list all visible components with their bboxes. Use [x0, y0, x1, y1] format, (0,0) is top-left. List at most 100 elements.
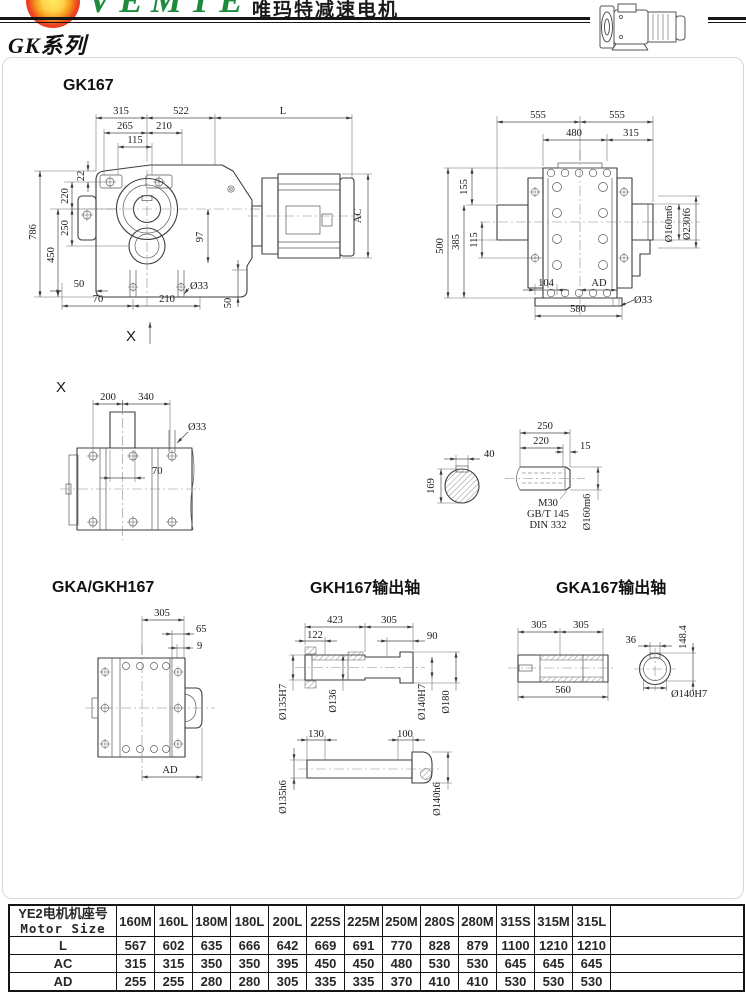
dim-label: Ø180: [441, 690, 452, 713]
column-header: 180M: [192, 904, 231, 937]
dim-label: 555: [530, 110, 546, 121]
dim-label: 480: [566, 128, 582, 139]
series-title: GK系列: [8, 33, 87, 58]
content-frame: [2, 57, 744, 899]
dimension-labels: 555 555 480 315 500 385 155 115 Ø160m6 Ø…: [435, 110, 693, 315]
dim-label: Ø135h6: [278, 780, 289, 814]
dim-label: 200: [100, 392, 116, 403]
dim-label: Ø136: [328, 689, 339, 712]
value-cell: 669: [306, 936, 345, 955]
dim-label: 15: [580, 441, 591, 452]
dim-label: 97: [195, 232, 206, 243]
value-cell: 370: [382, 972, 421, 992]
dim-label: 90: [427, 631, 438, 642]
value-cell: 255: [116, 972, 155, 992]
header-rule-bottom: [0, 21, 746, 24]
dim-label: 265: [117, 121, 133, 132]
value-cell: 666: [230, 936, 269, 955]
dimension-lines: [517, 628, 696, 701]
dim-label: 122: [307, 630, 323, 641]
dimension-lines: [289, 623, 460, 691]
value-cell: 410: [420, 972, 459, 992]
dim-label: 250: [60, 220, 71, 236]
dim-label: 385: [451, 234, 462, 250]
drawing-title: GK167: [63, 77, 114, 94]
dim-label: 22: [76, 171, 87, 182]
dim-label: 36: [626, 635, 637, 646]
value-cell: 315: [154, 954, 193, 973]
dim-label: 115: [469, 232, 480, 247]
gka-gkh167-view: GKA/GKH167: [52, 579, 215, 781]
value-cell: 530: [534, 972, 573, 992]
value-cell: 635: [192, 936, 231, 955]
column-header: 280S: [420, 904, 459, 937]
dim-label: 65: [196, 624, 207, 635]
detail-marker: X: [126, 328, 136, 345]
housing-outline: [70, 152, 260, 308]
column-header: 315M: [534, 904, 573, 937]
dim-label: 305: [531, 620, 547, 631]
gk167-front-view: GK167: [28, 77, 372, 345]
dim-label: 210: [156, 121, 172, 132]
motor-outline: [248, 173, 362, 259]
drawing-title: GKH167输出轴: [310, 578, 420, 597]
column-header: 250M: [382, 904, 421, 937]
dim-label: AC: [353, 209, 364, 224]
value-cell: 255: [154, 972, 193, 992]
dim-label: Ø230f6: [682, 208, 693, 240]
dim-label: 115: [127, 135, 142, 146]
value-cell: 350: [230, 954, 269, 973]
value-cell: 879: [458, 936, 497, 955]
dim-label: AD: [162, 765, 178, 776]
dimension-lines: [519, 429, 602, 500]
x-detail-view: X: [56, 379, 206, 540]
value-cell: 280: [192, 972, 231, 992]
dim-label: 423: [327, 615, 343, 626]
dimension-lines: [290, 736, 452, 790]
value-cell: 480: [382, 954, 421, 973]
value-cell: 335: [306, 972, 345, 992]
housing-outline: [480, 150, 700, 315]
empty-cell: [610, 936, 745, 955]
dim-label: 155: [459, 179, 470, 195]
drawing-title: GKA/GKH167: [52, 579, 154, 596]
empty-column: [610, 904, 745, 937]
dim-label: Ø140H7: [671, 689, 707, 700]
standard-callout: GB/T 145: [527, 509, 569, 520]
row-label: AD: [8, 972, 117, 992]
dim-label: 305: [381, 615, 397, 626]
column-header: 160L: [154, 904, 193, 937]
dim-label: Ø160m6: [664, 206, 675, 243]
value-cell: 567: [116, 936, 155, 955]
dim-label: L: [280, 106, 286, 117]
dim-label: 70: [152, 466, 163, 477]
value-cell: 335: [344, 972, 383, 992]
dim-label: 340: [138, 392, 154, 403]
value-cell: 315: [116, 954, 155, 973]
dim-label: 220: [60, 188, 71, 204]
thread-callout: M30: [538, 498, 558, 509]
shaft-end-detail: 250 220 15 Ø160m6 M30 GB/T 145 DIN 332: [505, 421, 602, 531]
column-header: 200L: [268, 904, 307, 937]
empty-cell: [610, 954, 745, 973]
dim-label: Ø33: [188, 422, 206, 433]
value-cell: 602: [154, 936, 193, 955]
dimension-lines: [444, 116, 700, 320]
value-cell: 1210: [534, 936, 573, 955]
gearbox-product-image: [590, 0, 708, 54]
outline: [85, 645, 215, 770]
lower-shaft-outline: [298, 751, 442, 784]
dim-label: 104: [538, 278, 555, 289]
dim-label: 9: [197, 641, 202, 652]
dim-label: 315: [113, 106, 129, 117]
standard-callout: DIN 332: [529, 520, 566, 531]
value-cell: 530: [420, 954, 459, 973]
dimension-labels: 200 340 Ø33 70: [100, 392, 206, 477]
column-header: 180L: [230, 904, 269, 937]
